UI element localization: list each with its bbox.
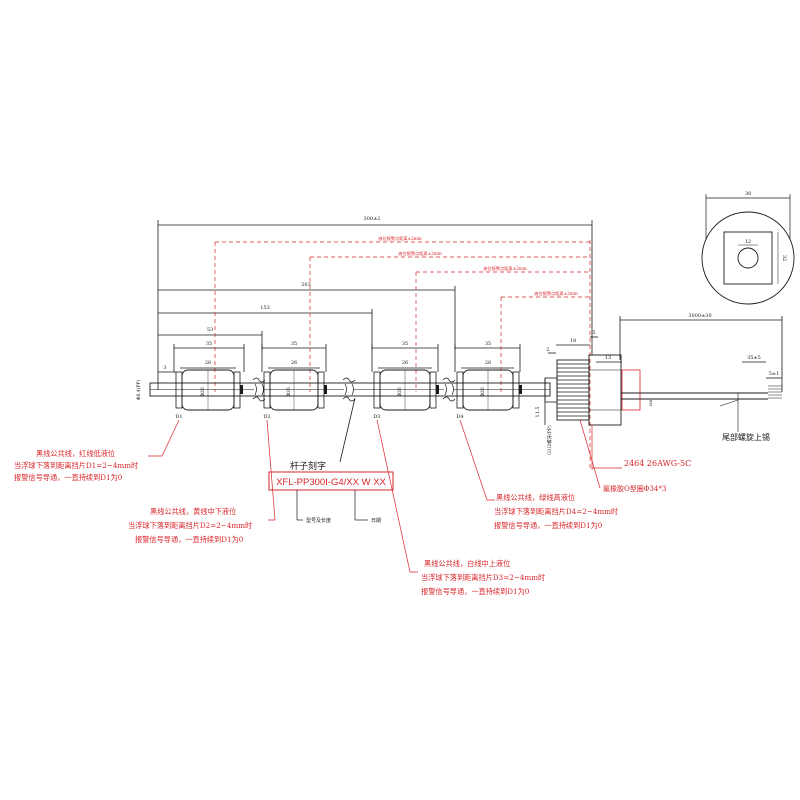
engraving-callout: 杆子刻字 XFL-PP300I-G4/XX W XX 型号及长度 日期	[268, 397, 394, 524]
mount-head	[544, 354, 641, 470]
float-ball-2	[263, 369, 327, 411]
label-d4: D4	[456, 414, 463, 420]
ball-dia-1: Φ26	[200, 387, 206, 397]
note-d3-line1: 黑线公共线，白线中上液位	[424, 559, 510, 568]
note-d4-line1: 黑线公共线，绿线高液位	[496, 493, 575, 502]
dimension-labels: 300±2 203 153 53 3 35 26 35 26 35 26 35 …	[135, 191, 787, 455]
label-d3: D3	[373, 414, 380, 420]
rod-diameter: Φ8.4(PP)	[135, 380, 142, 401]
dim-26-3: 26	[402, 360, 408, 366]
dim-26-1: 26	[205, 360, 211, 366]
tolerance-1: 液位报警点距离±2mm	[378, 235, 421, 242]
dim-35-1: 35	[206, 341, 212, 347]
dim-2: 2	[546, 347, 549, 353]
cable	[621, 385, 782, 432]
note-d2-line1: 黑线公共线，黄线中下液位	[150, 507, 236, 516]
dim-3: 3	[163, 365, 166, 371]
dim-203: 203	[301, 282, 311, 288]
dim-35-3: 35	[402, 341, 408, 347]
tolerance-labels: 液位报警点距离±2mm 液位报警点距离±2mm 液位报警点距离±2mm 液位报警…	[378, 235, 577, 297]
note-d4-line2: 当浮球下落到距离挡片D4=2~4mm时	[494, 507, 618, 516]
tolerance-lines	[214, 240, 591, 470]
rod-assembly	[149, 369, 551, 411]
dim-153: 153	[260, 305, 270, 311]
dim-tin-length: 5±1	[769, 371, 780, 377]
engrave-text: XFL-PP300I-G4/XX W XX	[276, 477, 386, 488]
hex-top-view	[701, 194, 795, 305]
dim-11-5: 11.5	[535, 406, 541, 417]
note-d1-line1: 黑线公共线，红线低液位	[36, 449, 115, 458]
label-d1: D1	[175, 414, 182, 420]
right-labels: 尾部螺旋上锡 2464 26AWG-5C 氟橡胶O型圈Φ34*3	[579, 419, 770, 493]
note-d2-line2: 当浮球下落到距离挡片D2=2~4mm时	[128, 521, 252, 530]
dimension-lines	[157, 220, 783, 425]
float-ball-4	[456, 369, 522, 411]
tolerance-4: 液位报警点距离±2mm	[534, 290, 577, 297]
ball-dia-4: Φ26	[480, 387, 486, 397]
tolerance-2: 液位报警点距离±2mm	[398, 250, 441, 257]
dim-strip-length: 35±5	[747, 355, 761, 361]
dim-hex-hole: 12	[745, 239, 751, 245]
date-label: 日期	[371, 518, 381, 524]
dim-35-2: 35	[291, 341, 297, 347]
dim-5: 5	[592, 330, 595, 336]
note-d4: 黑线公共线，绿线高液位 当浮球下落到距离挡片D4=2~4mm时 报警信号导通，一…	[494, 493, 618, 530]
oring-label: 氟橡胶O型圈Φ34*3	[603, 484, 666, 493]
label-d2: D2	[263, 414, 270, 420]
model-length-label: 型号及长度	[306, 517, 331, 524]
nut-spec: M8	[648, 399, 653, 406]
note-d1: 黑线公共线，红线低液位 当浮球下落到距离挡片D1=2~4mm时 报警信号导通，一…	[14, 449, 138, 482]
dim-hex-width: 38	[745, 191, 751, 197]
note-d3-line3: 报警信号导通，一直持续到D1为0	[421, 587, 530, 596]
note-d1-line2: 当浮球下落到距离挡片D1=2~4mm时	[14, 461, 138, 470]
cable-spec-label: 2464 26AWG-5C	[624, 459, 691, 468]
note-d3: 黑线公共线，白线中上液位 当浮球下落到距离挡片D3=2~4mm时 报警信号导通，…	[421, 559, 545, 596]
ball-dia-3: Φ26	[397, 387, 403, 397]
tolerance-3: 液位报警点距离±2mm	[483, 265, 526, 272]
dim-53: 53	[207, 327, 213, 333]
float-ball-3	[373, 369, 439, 411]
dim-hex-side: 32	[781, 255, 787, 261]
dim-26-4: 26	[485, 360, 491, 366]
tail-tin-label: 尾部螺旋上锡	[722, 432, 770, 442]
dim-18: 18	[570, 338, 576, 344]
engrave-title: 杆子刻字	[290, 460, 326, 472]
ball-dia-2: Φ26	[286, 387, 292, 397]
float-ball-1	[175, 369, 243, 411]
dim-26-2: 26	[291, 360, 297, 366]
note-d4-line3: 报警信号导通，一直持续到D1为0	[494, 521, 603, 530]
note-d2-line3: 报警信号导通，一直持续到D1为0	[135, 535, 244, 544]
dim-total: 300±2	[364, 216, 381, 222]
dim-35-4: 35	[485, 341, 491, 347]
note-d3-line2: 当浮球下落到距离挡片D3=2~4mm时	[421, 573, 545, 582]
note-d1-line3: 报警信号导通，一直持续到D1为0	[14, 473, 123, 482]
dim-cable-length: 3000±30	[688, 313, 711, 319]
note-leaders	[148, 419, 495, 573]
note-d2: 黑线公共线，黄线中下液位 当浮球下落到距离挡片D2=2~4mm时 报警信号导通，…	[128, 507, 252, 544]
thread-spec: G1/2螺牙(PP)	[546, 425, 553, 455]
dim-13: 13	[605, 355, 611, 361]
